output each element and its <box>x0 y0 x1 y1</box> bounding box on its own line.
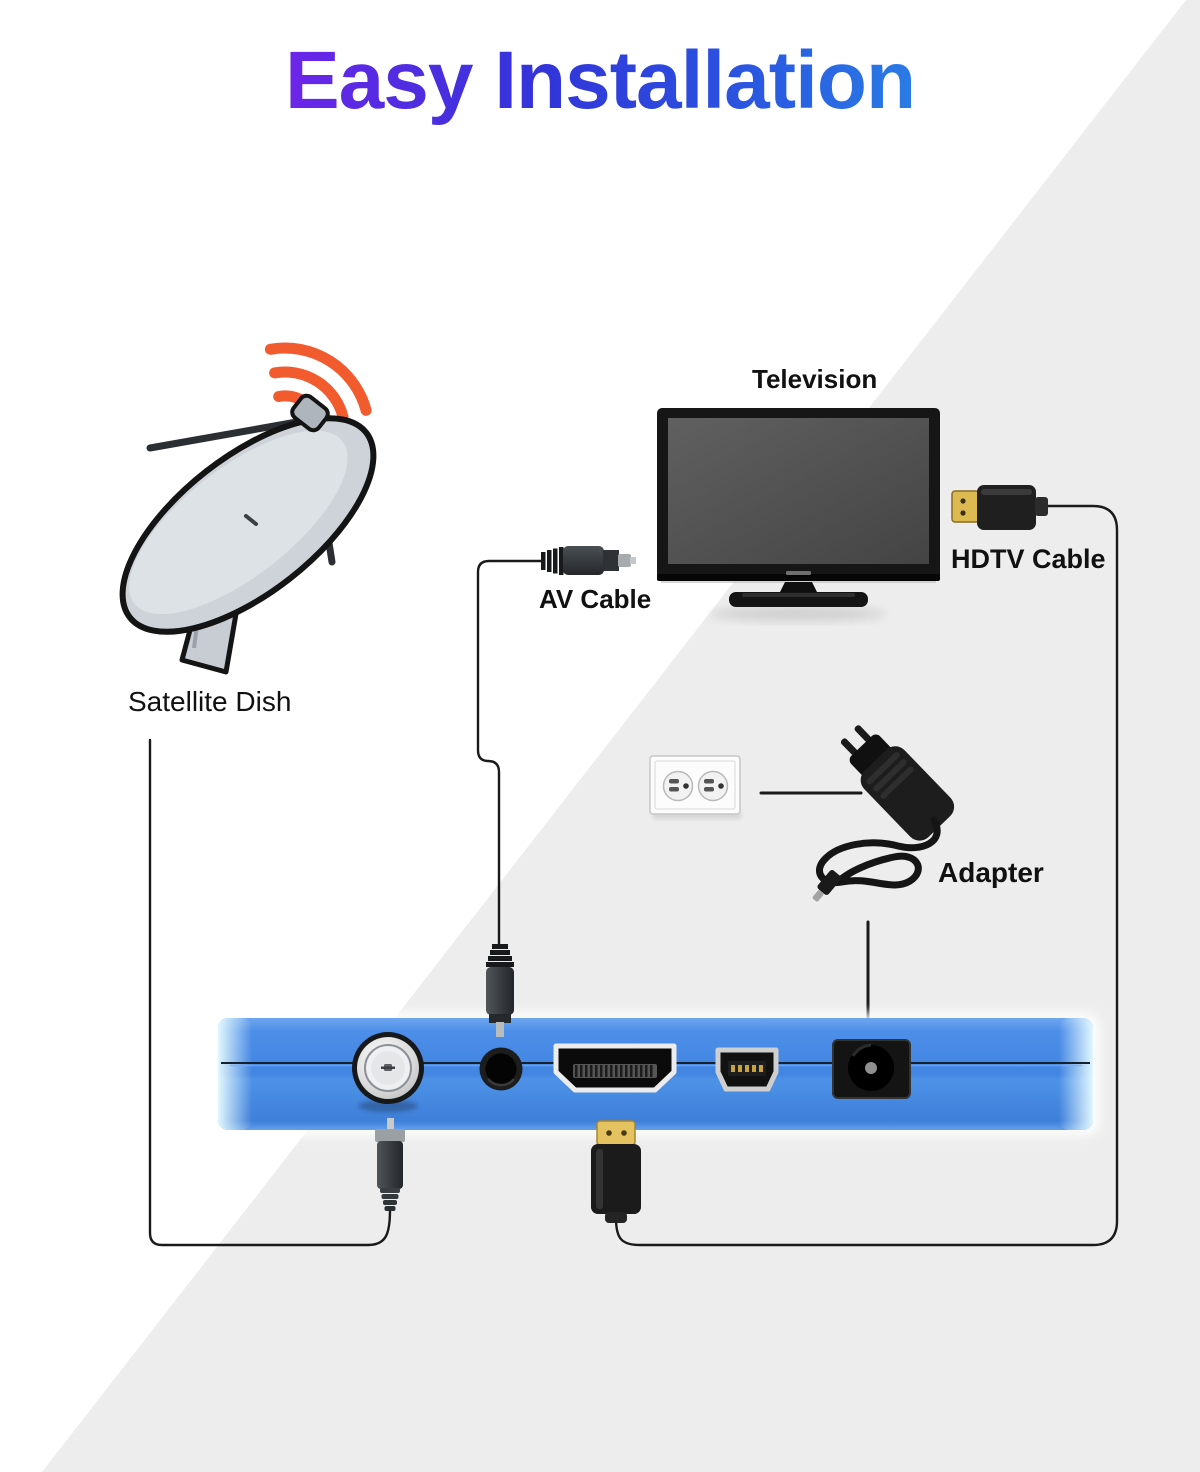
adapter-cord <box>816 816 941 889</box>
power-adapter <box>812 725 955 902</box>
av-plug-tip <box>618 554 631 567</box>
coax-body <box>377 1141 403 1189</box>
av-plug-body <box>486 967 514 1015</box>
av-jack-port <box>479 1047 523 1091</box>
satellite-dish-illustration <box>119 342 377 675</box>
tv-brand-mark <box>786 571 811 575</box>
tv-screen <box>668 418 929 564</box>
hdmi-cable-connector <box>591 1120 641 1223</box>
adapter-plug-nose <box>849 734 892 777</box>
av-cable-connector <box>541 546 636 575</box>
hdmi-cable-line <box>614 504 1119 1247</box>
dc-power-port <box>832 1039 911 1099</box>
receiver-box <box>212 1012 1100 1136</box>
hdmi-plug-body <box>591 1144 641 1214</box>
adapter-label: Adapter <box>938 857 1044 888</box>
satellite-dish-label: Satellite Dish <box>128 686 292 717</box>
hdmi-port <box>553 1043 677 1093</box>
hdmi-plug-tail <box>605 1212 627 1223</box>
power-outlet <box>649 755 741 819</box>
diagonal-background <box>42 0 1200 1472</box>
adapter-dc-plug <box>812 870 842 902</box>
hdmi-plug-tail <box>1035 497 1048 516</box>
av-cable-label: AV Cable <box>539 584 652 614</box>
coax-collar <box>375 1129 405 1142</box>
av-plug-connector <box>486 944 514 1037</box>
mini-usb-port <box>715 1047 779 1092</box>
satellite-to-box-line <box>148 738 392 1247</box>
hdtv-cable-connector <box>951 485 1048 530</box>
hdmi-gold-plug <box>951 490 980 523</box>
outlet-socket-left <box>662 770 694 802</box>
television-illustration <box>657 408 940 621</box>
coax-cable-connector <box>375 1118 405 1211</box>
adapter-prong <box>854 725 872 742</box>
outlet-socket-right <box>697 770 729 802</box>
page-title: Easy Installation <box>0 34 1200 128</box>
av-plug-body <box>563 546 604 575</box>
av-cable-line <box>476 559 546 949</box>
adapter-prong <box>840 738 858 756</box>
connection-lines <box>148 504 1119 1247</box>
television-label: Television <box>752 364 878 394</box>
hdmi-plug-body <box>977 485 1036 530</box>
av-plug-pin <box>496 1022 504 1037</box>
hdtv-cable-label: HDTV Cable <box>951 544 1106 574</box>
hdmi-gold-plug <box>596 1120 636 1146</box>
tv-stand-neck <box>779 582 818 594</box>
satellite-in-port <box>352 1032 424 1112</box>
dish-feed-horn <box>290 393 330 433</box>
